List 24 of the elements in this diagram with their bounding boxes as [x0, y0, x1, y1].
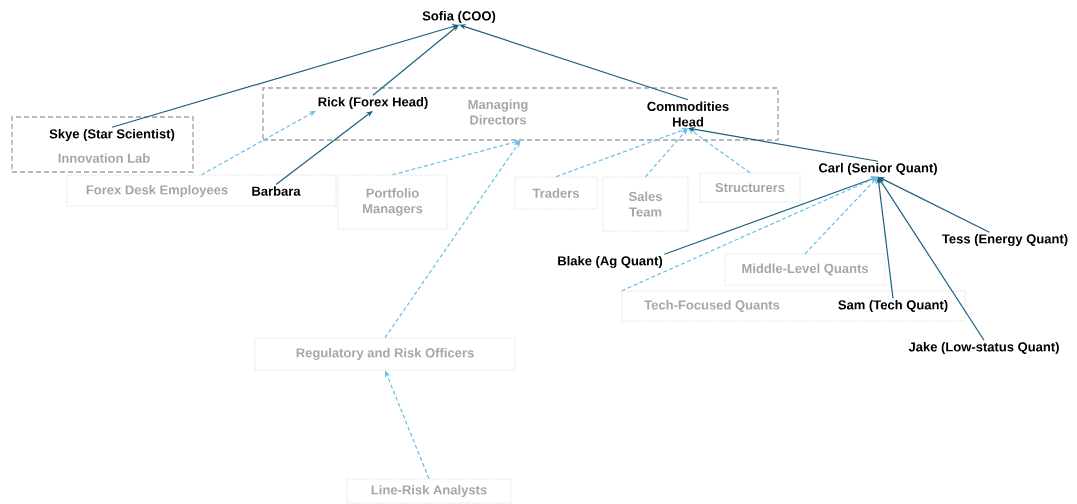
- dashed-arrow: [688, 128, 751, 174]
- group-box: Traders: [514, 176, 598, 210]
- arrow: [878, 176, 990, 233]
- group-box: Line-Risk Analysts: [346, 478, 512, 504]
- group-box: Structurers: [699, 172, 801, 203]
- person-label: Jake (Low-status Quant): [908, 341, 1059, 355]
- group-box: Regulatory and Risk Officers: [254, 337, 516, 371]
- person-label: Sam (Tech Quant): [838, 299, 948, 313]
- arrow: [459, 24, 689, 101]
- person-label: Tess (Energy Quant): [942, 233, 1068, 247]
- person-label: Carl (Senior Quant): [818, 162, 937, 176]
- group-box: Portfolio Managers: [337, 174, 448, 230]
- person-label: Commodities Head: [647, 101, 729, 127]
- dashed-arrow: [644, 128, 688, 178]
- person-label: Rick (Forex Head): [318, 96, 428, 110]
- dashed-arrow: [555, 128, 688, 178]
- person-label: Blake (Ag Quant): [558, 255, 663, 269]
- person-label: Barbara: [252, 186, 301, 196]
- dashed-arrow: [621, 176, 878, 292]
- arrow: [111, 24, 459, 128]
- person-label: Sofia (COO): [422, 10, 496, 24]
- group-box: Sales Team: [602, 176, 689, 232]
- person-label: Skye (Star Scientist): [49, 128, 175, 142]
- group-box: Middle-Level Quants: [724, 253, 886, 286]
